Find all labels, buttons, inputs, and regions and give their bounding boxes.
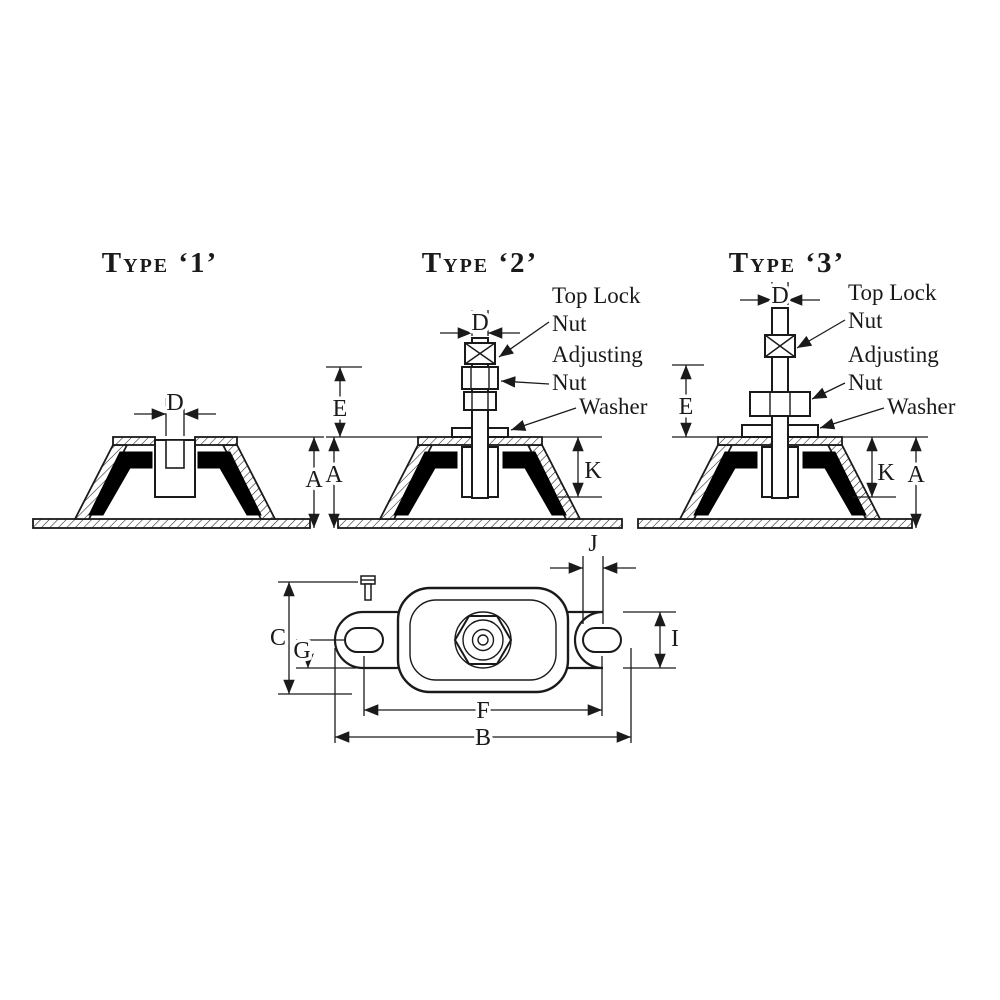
callout-adjusting-nut-line1: Adjusting [552, 342, 643, 367]
mount-type-3: D E K A Top Lock Nut Adjusting Nut Washe… [637, 278, 958, 529]
callouts-type3: Top Lock Nut Adjusting Nut Washer [796, 278, 958, 430]
lock-nut-cross [764, 334, 796, 358]
type-1-title: Type ‘1’ [102, 247, 218, 279]
callout-top-lock-nut-line1: Top Lock [552, 283, 641, 308]
jam-nut [463, 391, 497, 411]
dim-label-G: G [293, 638, 310, 664]
dim-label-B: B [475, 725, 491, 751]
hex-nut [453, 615, 513, 665]
right-mounting-tab [567, 610, 604, 670]
core-bore [165, 439, 185, 469]
leader-line-washer [510, 407, 577, 431]
dim-J: J [550, 528, 636, 624]
dim-label-E: E [333, 396, 348, 422]
mount-type-2: D E A K Top Lock Nut Adjusting Nut Washe… [322, 281, 650, 529]
rubber-element-left [693, 451, 758, 516]
rubber-element-left [88, 451, 153, 516]
leader-line-top-lock-nut [498, 321, 550, 358]
left-slot-hole [344, 627, 384, 653]
dim-F: F [363, 656, 603, 728]
dim-D-type3: D [740, 280, 820, 313]
dim-label-A: A [325, 462, 343, 488]
dim-A-type1: A [237, 436, 327, 528]
callout-top-lock-nut-line2: Nut [552, 311, 587, 336]
dim-label-A: A [305, 467, 323, 493]
leader-line-adjusting-nut [500, 376, 550, 388]
rubber-element-left [393, 451, 458, 516]
leader-line-washer [819, 407, 885, 430]
dim-label-C: C [270, 625, 286, 651]
dim-label-I: I [671, 626, 679, 652]
dim-label-F: F [476, 698, 489, 724]
callout-adjusting-nut-line2: Nut [552, 370, 587, 395]
dim-label-J: J [588, 531, 597, 557]
callout-top-lock-nut-line1: Top Lock [848, 280, 937, 305]
leader-line-top-lock-nut [796, 319, 846, 349]
stud-center-circle [477, 634, 489, 646]
dim-label-D: D [166, 390, 183, 416]
top-plate-left [112, 436, 156, 446]
callout-washer: Washer [579, 394, 648, 419]
top-plate-right [194, 436, 238, 446]
dim-label-D: D [771, 283, 788, 309]
dim-I: I [623, 611, 683, 669]
mount-type-1: D A [32, 387, 327, 529]
dim-B: B [334, 648, 632, 755]
dim-D-type2: D [440, 307, 520, 340]
base-flange [337, 518, 623, 529]
leader-line-adjusting-nut [811, 382, 846, 400]
adjusting-nut [749, 391, 811, 417]
adjusting-nut [461, 366, 499, 390]
dim-label-E: E [679, 394, 694, 420]
rubber-element-right [197, 451, 262, 516]
base-flange [637, 518, 913, 529]
dim-A-type2: A [322, 437, 347, 528]
callout-washer: Washer [887, 394, 956, 419]
rubber-element-right [502, 451, 567, 516]
dim-A-type3: A [904, 437, 929, 528]
dim-G: G [290, 635, 356, 669]
corner-stud-detail [360, 575, 376, 601]
callout-top-lock-nut-line2: Nut [848, 308, 883, 333]
type-3-title: Type ‘3’ [729, 247, 845, 279]
type-2-title: Type ‘2’ [422, 247, 538, 279]
callout-adjusting-nut-line1: Adjusting [848, 342, 939, 367]
top-housing-inner-line [409, 599, 557, 681]
right-slot-hole [582, 627, 622, 653]
lock-nut-cross [464, 342, 496, 365]
base-flange [32, 518, 311, 529]
stud-circle [471, 628, 495, 652]
dim-E-type2: E [326, 366, 418, 438]
dim-label-A: A [907, 462, 925, 488]
top-view: C G J I F [266, 528, 683, 755]
callouts-type2: Top Lock Nut Adjusting Nut Washer [498, 281, 650, 431]
dim-label-K: K [877, 460, 895, 486]
rubber-element-right [802, 451, 867, 516]
dim-K-type3: K [842, 436, 928, 498]
dim-label-D: D [471, 310, 488, 336]
callout-adjusting-nut-line2: Nut [848, 370, 883, 395]
nut-chamfer-circle [462, 619, 504, 661]
dim-label-K: K [584, 458, 602, 484]
dim-C: C [266, 581, 358, 695]
dim-D-type1: D [134, 387, 216, 436]
stud-shank [364, 583, 372, 601]
dim-E-type3: E [672, 364, 718, 438]
dim-K-type2: K [542, 436, 606, 498]
